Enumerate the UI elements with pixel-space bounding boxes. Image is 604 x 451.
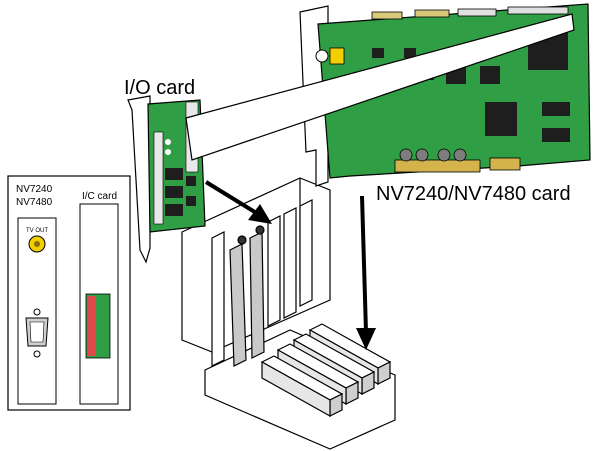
- panel-tv-out-label: TV OUT: [26, 228, 48, 234]
- rear-panel: [8, 176, 130, 410]
- insert-arrow-nv: [356, 196, 376, 350]
- io-card-bracket: [128, 96, 150, 262]
- panel-io-label: I/C card: [82, 191, 117, 202]
- nv-tv-out-connector: [330, 48, 344, 64]
- panel-model-line2: NV7480: [16, 197, 53, 208]
- label-nv-card: NV7240/NV7480 card: [376, 183, 571, 205]
- panel-model-line1: NV7240: [16, 184, 53, 195]
- label-io-card: I/O card: [124, 77, 195, 99]
